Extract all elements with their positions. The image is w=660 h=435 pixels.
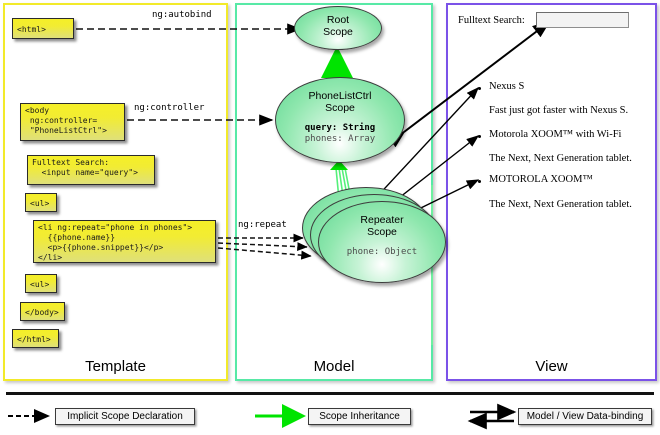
view-phone-snippet-1: Fast just got faster with Nexus S. xyxy=(489,105,629,116)
search-input[interactable] xyxy=(536,12,629,28)
column-label-template: Template xyxy=(85,358,146,375)
view-phone-name-1: Nexus S xyxy=(489,81,525,92)
column-label-model: Model xyxy=(313,358,355,375)
scope-phonelistctrl-prop-phones: phones: Array xyxy=(304,134,376,144)
view-bullet-1 xyxy=(478,87,481,90)
note-body-close: </body> xyxy=(20,302,65,321)
scope-phonelistctrl-prop-query: query: String xyxy=(304,123,376,133)
note-html-close: </html> xyxy=(12,329,59,348)
view-phone-snippet-3: The Next, Next Generation tablet. xyxy=(489,199,632,210)
note-ul-close: <ul> xyxy=(25,274,57,293)
column-label-view: View xyxy=(535,358,568,375)
edge-label-ng-controller: ng:controller xyxy=(134,103,205,113)
note-body-open: <body ng:controller= "PhoneListCtrl"> xyxy=(20,103,125,141)
note-html-open: <html> xyxy=(12,18,74,39)
scope-repeater-title-line2: Scope xyxy=(367,226,397,238)
view-phone-snippet-2: The Next, Next Generation tablet. xyxy=(489,153,632,164)
view-search-label: Fulltext Search: xyxy=(458,15,525,26)
view-bullet-3 xyxy=(478,180,481,183)
edge-label-ng-autobind: ng:autobind xyxy=(152,10,212,20)
legend-model-view-data-binding: Model / View Data-binding xyxy=(518,408,652,425)
column-view: View xyxy=(446,3,657,381)
scope-repeater-prop-phone: phone: Object xyxy=(346,247,418,257)
edge-label-ng-repeat: ng:repeat xyxy=(238,220,287,230)
scope-phonelistctrl: PhoneListCtrl Scope query: String phones… xyxy=(275,77,405,163)
note-fulltext-search: Fulltext Search: <input name="query"> xyxy=(27,155,155,185)
scope-root: Root Scope xyxy=(294,6,382,50)
scope-root-title-line1: Root xyxy=(326,14,350,26)
legend-implicit-scope-declaration: Implicit Scope Declaration xyxy=(55,408,195,425)
view-bullet-2 xyxy=(478,135,481,138)
scope-repeater-title-line1: Repeater xyxy=(360,214,404,226)
scope-phonelistctrl-title-line1: PhoneListCtrl xyxy=(308,90,372,102)
legend-divider xyxy=(6,392,654,395)
view-phone-name-3: MOTOROLA XOOM™ xyxy=(489,174,593,185)
column-template: Template xyxy=(3,3,228,381)
scope-root-title-line2: Scope xyxy=(323,26,353,38)
scope-repeater: Repeater Scope phone: Object xyxy=(318,201,446,283)
scope-phonelistctrl-title-line2: Scope xyxy=(325,102,355,114)
note-ul-open: <ul> xyxy=(25,193,57,212)
legend-scope-inheritance: Scope Inheritance xyxy=(308,408,411,425)
view-phone-name-2: Motorola XOOM™ with Wi-Fi xyxy=(489,129,622,140)
note-li-repeat: <li ng:repeat="phone in phones"> {{phone… xyxy=(33,220,216,263)
